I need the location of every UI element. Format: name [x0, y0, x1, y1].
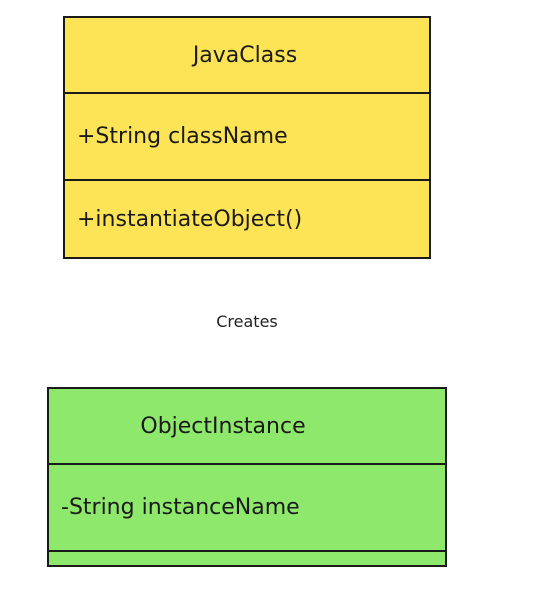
- methods-section: [49, 552, 445, 565]
- class-name-section: JavaClass: [65, 18, 429, 94]
- attributes-section: +String className: [65, 94, 429, 181]
- class-name: JavaClass: [192, 42, 298, 68]
- attributes-section: -String instanceName: [49, 465, 445, 552]
- class-name: ObjectInstance: [140, 413, 306, 439]
- methods-section: +instantiateObject(): [65, 181, 429, 257]
- attribute-item: -String instanceName: [61, 495, 300, 520]
- class-box-objectinstance: ObjectInstance -String instanceName: [47, 387, 447, 567]
- attribute-item: +String className: [77, 124, 288, 149]
- method-item: +instantiateObject(): [77, 206, 303, 232]
- class-name-section: ObjectInstance: [49, 389, 445, 465]
- relation-label: Creates: [216, 312, 278, 331]
- class-box-javaclass: JavaClass +String className +instantiate…: [63, 16, 431, 259]
